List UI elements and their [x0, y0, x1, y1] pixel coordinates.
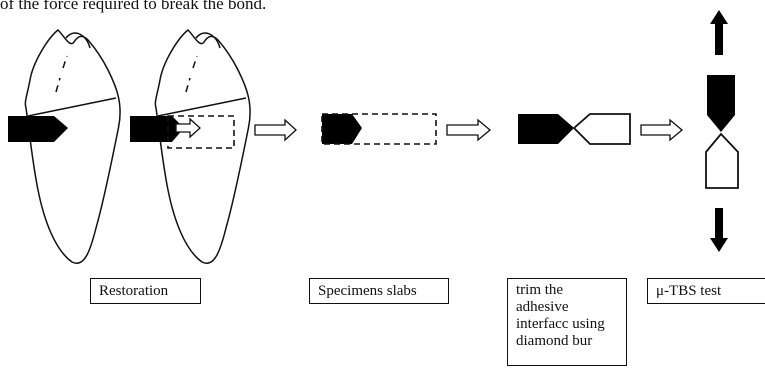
- downward-force-arrow: [710, 208, 728, 252]
- trimmed-specimen-tooth: [574, 114, 630, 144]
- tooth-1-restoration: [8, 116, 68, 142]
- test-specimen-composite: [707, 75, 735, 132]
- trimmed-specimen-composite: [518, 114, 574, 144]
- upward-force-arrow: [710, 10, 728, 55]
- tooth-1-outline: [25, 30, 120, 263]
- tooth-2-inner-arrow: [176, 119, 200, 137]
- tooth-1-fissure: [66, 33, 90, 48]
- test-specimen-tooth: [706, 134, 738, 188]
- tooth-2: [155, 30, 250, 263]
- tooth-2-cej-line: [158, 98, 246, 116]
- label-restoration: Restoration: [90, 278, 201, 304]
- tooth-1-pulp-line: [56, 56, 67, 92]
- process-arrow-3: [641, 120, 682, 140]
- label-trim-adhesive-interface: trim the adhesive interfacc using diamon…: [507, 278, 627, 366]
- tooth-2-outline: [155, 30, 250, 263]
- tooth-1-cej-line: [28, 98, 116, 116]
- specimen-slab-composite: [322, 114, 362, 144]
- tooth-1: [25, 30, 120, 263]
- process-arrow-1: [255, 120, 296, 140]
- process-arrow-2: [447, 120, 490, 140]
- tooth-2-fissure: [196, 33, 220, 48]
- label-mu-tbs-test: μ-TBS test: [647, 278, 765, 304]
- label-specimens-slabs: Specimens slabs: [309, 278, 449, 304]
- tooth-2-pulp-line: [186, 56, 197, 92]
